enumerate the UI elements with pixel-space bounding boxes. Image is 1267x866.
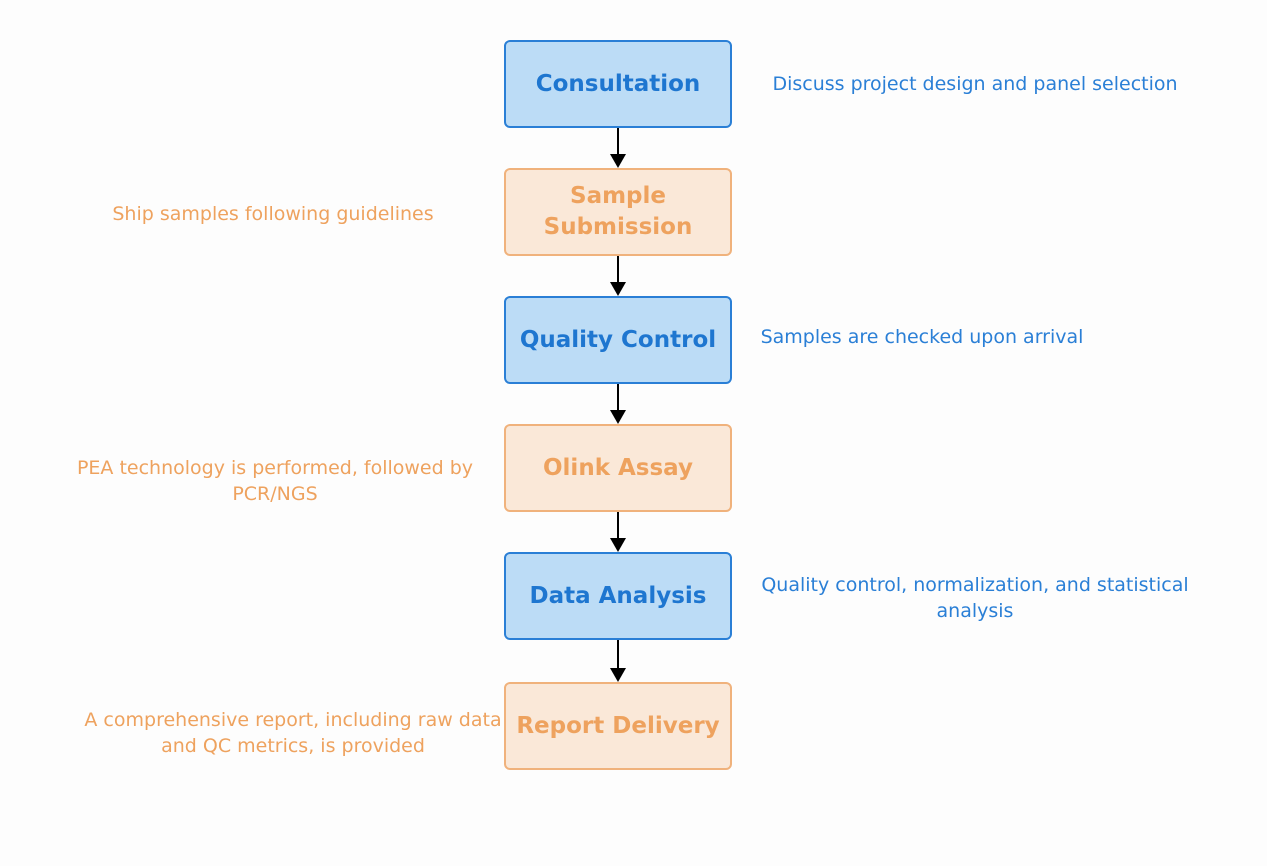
step-report-delivery: Report Delivery: [504, 682, 732, 770]
flow-arrow: [608, 256, 628, 296]
step-olink-assay: Olink Assay: [504, 424, 732, 512]
note-report-delivery: A comprehensive report, including raw da…: [84, 709, 502, 757]
step-sample-submission: Sample Submission: [504, 168, 732, 256]
note-data-analysis: Quality control, normalization, and stat…: [761, 574, 1189, 622]
step-label: Consultation: [535, 70, 701, 97]
flow-arrow: [608, 128, 628, 168]
flow-arrow: [608, 512, 628, 552]
step-label: Report Delivery: [516, 712, 720, 739]
note-sample-submission: Ship samples following guidelines: [112, 203, 434, 225]
step-consultation: Consultation: [504, 40, 732, 128]
step-label: Data Analysis: [529, 582, 707, 609]
step-label: Quality Control: [519, 326, 717, 353]
flow-arrow: [608, 384, 628, 424]
flow-arrow: [608, 640, 628, 682]
note-consultation: Discuss project design and panel selecti…: [772, 73, 1178, 95]
step-quality-control: Quality Control: [504, 296, 732, 384]
note-olink-assay: PEA technology is performed, followed by…: [76, 457, 474, 505]
step-data-analysis: Data Analysis: [504, 552, 732, 640]
note-quality-control: Samples are checked upon arrival: [760, 326, 1084, 348]
step-label: Olink Assay: [543, 454, 693, 481]
step-label: Sample Submission: [543, 183, 693, 240]
